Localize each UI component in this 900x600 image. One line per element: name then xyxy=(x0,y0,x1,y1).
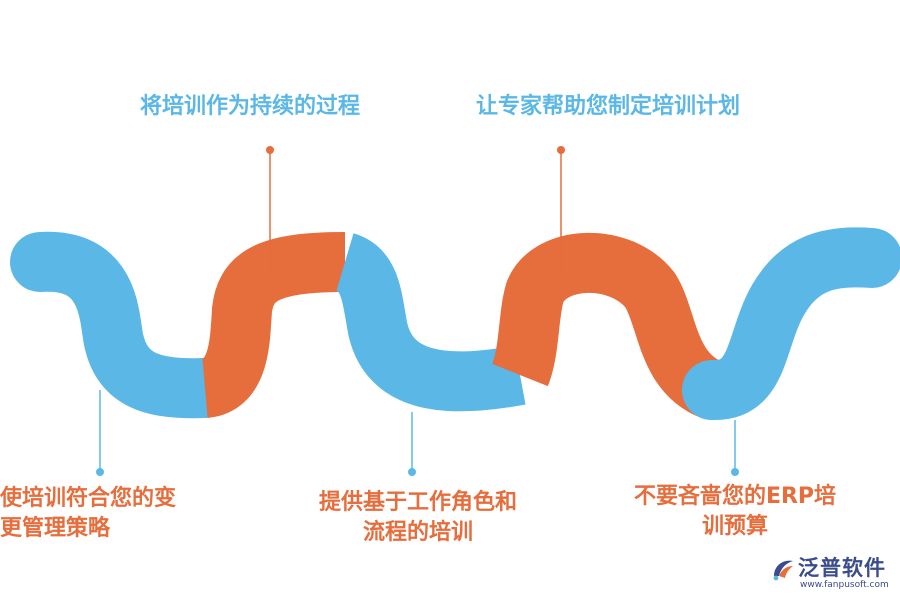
connector-lines xyxy=(96,146,739,476)
connector-step-3 xyxy=(408,412,416,476)
connector-step-1 xyxy=(96,390,104,476)
wave-segment-2 xyxy=(198,232,346,418)
step-4-label: 让专家帮助您制定培训计划 xyxy=(475,94,740,119)
step-5-label: 不要吝啬您的ERP培 训预算 xyxy=(633,484,837,539)
wave-segment-3 xyxy=(333,233,526,412)
fanpu-logo: 泛普软件 www.fanpusoft.com xyxy=(770,552,894,594)
step-2-label: 将培训作为持续的过程 xyxy=(139,94,360,119)
wave-segments xyxy=(10,227,900,420)
wave-segment-4 xyxy=(491,232,726,418)
connector-step-2 xyxy=(266,146,274,272)
fanpu-logo-icon xyxy=(773,560,793,581)
wave-segment-5 xyxy=(682,227,900,420)
connector-step-5 xyxy=(731,420,739,476)
step-1-label: 使培训符合您的变 更管理策略 xyxy=(0,486,177,541)
wave-segment-1 xyxy=(10,231,235,419)
logo-url: www.fanpusoft.com xyxy=(800,580,889,590)
step-3-label: 提供基于工作角色和 流程的培训 xyxy=(318,490,517,545)
logo-name: 泛普软件 xyxy=(798,556,886,580)
connector-step-4 xyxy=(557,146,565,272)
